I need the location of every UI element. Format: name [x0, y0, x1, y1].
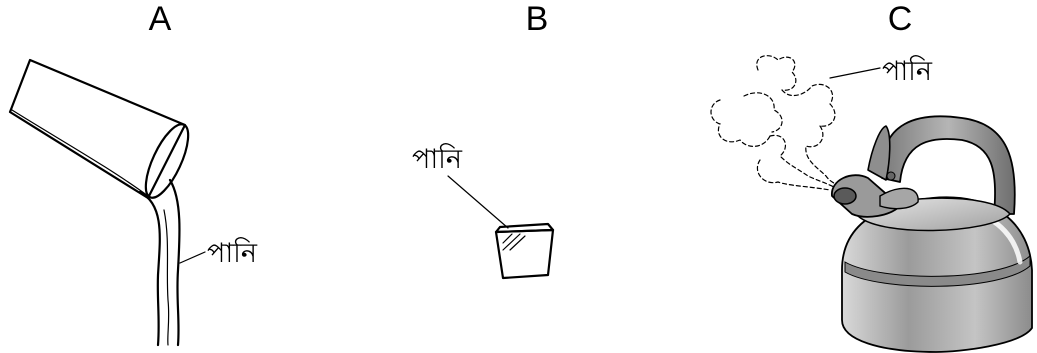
panel-a-label: পানি [207, 237, 258, 269]
panel-c: C পানি [710, 0, 1033, 353]
panel-a: A পানি [8, 0, 258, 347]
panel-c-leader-line [829, 67, 881, 79]
panel-b-letter: B [526, 0, 549, 38]
water-stream [138, 178, 181, 347]
tilted-glass [8, 58, 190, 200]
panel-c-label: পানি [882, 55, 933, 87]
ice-cube [494, 222, 555, 280]
panel-b: B পানি [412, 0, 555, 280]
kettle [831, 115, 1033, 353]
panel-a-leader-line [179, 251, 206, 264]
steam-cloud [710, 55, 841, 191]
panel-b-leader-line [447, 175, 509, 229]
panel-c-letter: C [888, 0, 913, 38]
panel-a-letter: A [149, 0, 172, 38]
panel-b-label: পানি [412, 143, 463, 175]
